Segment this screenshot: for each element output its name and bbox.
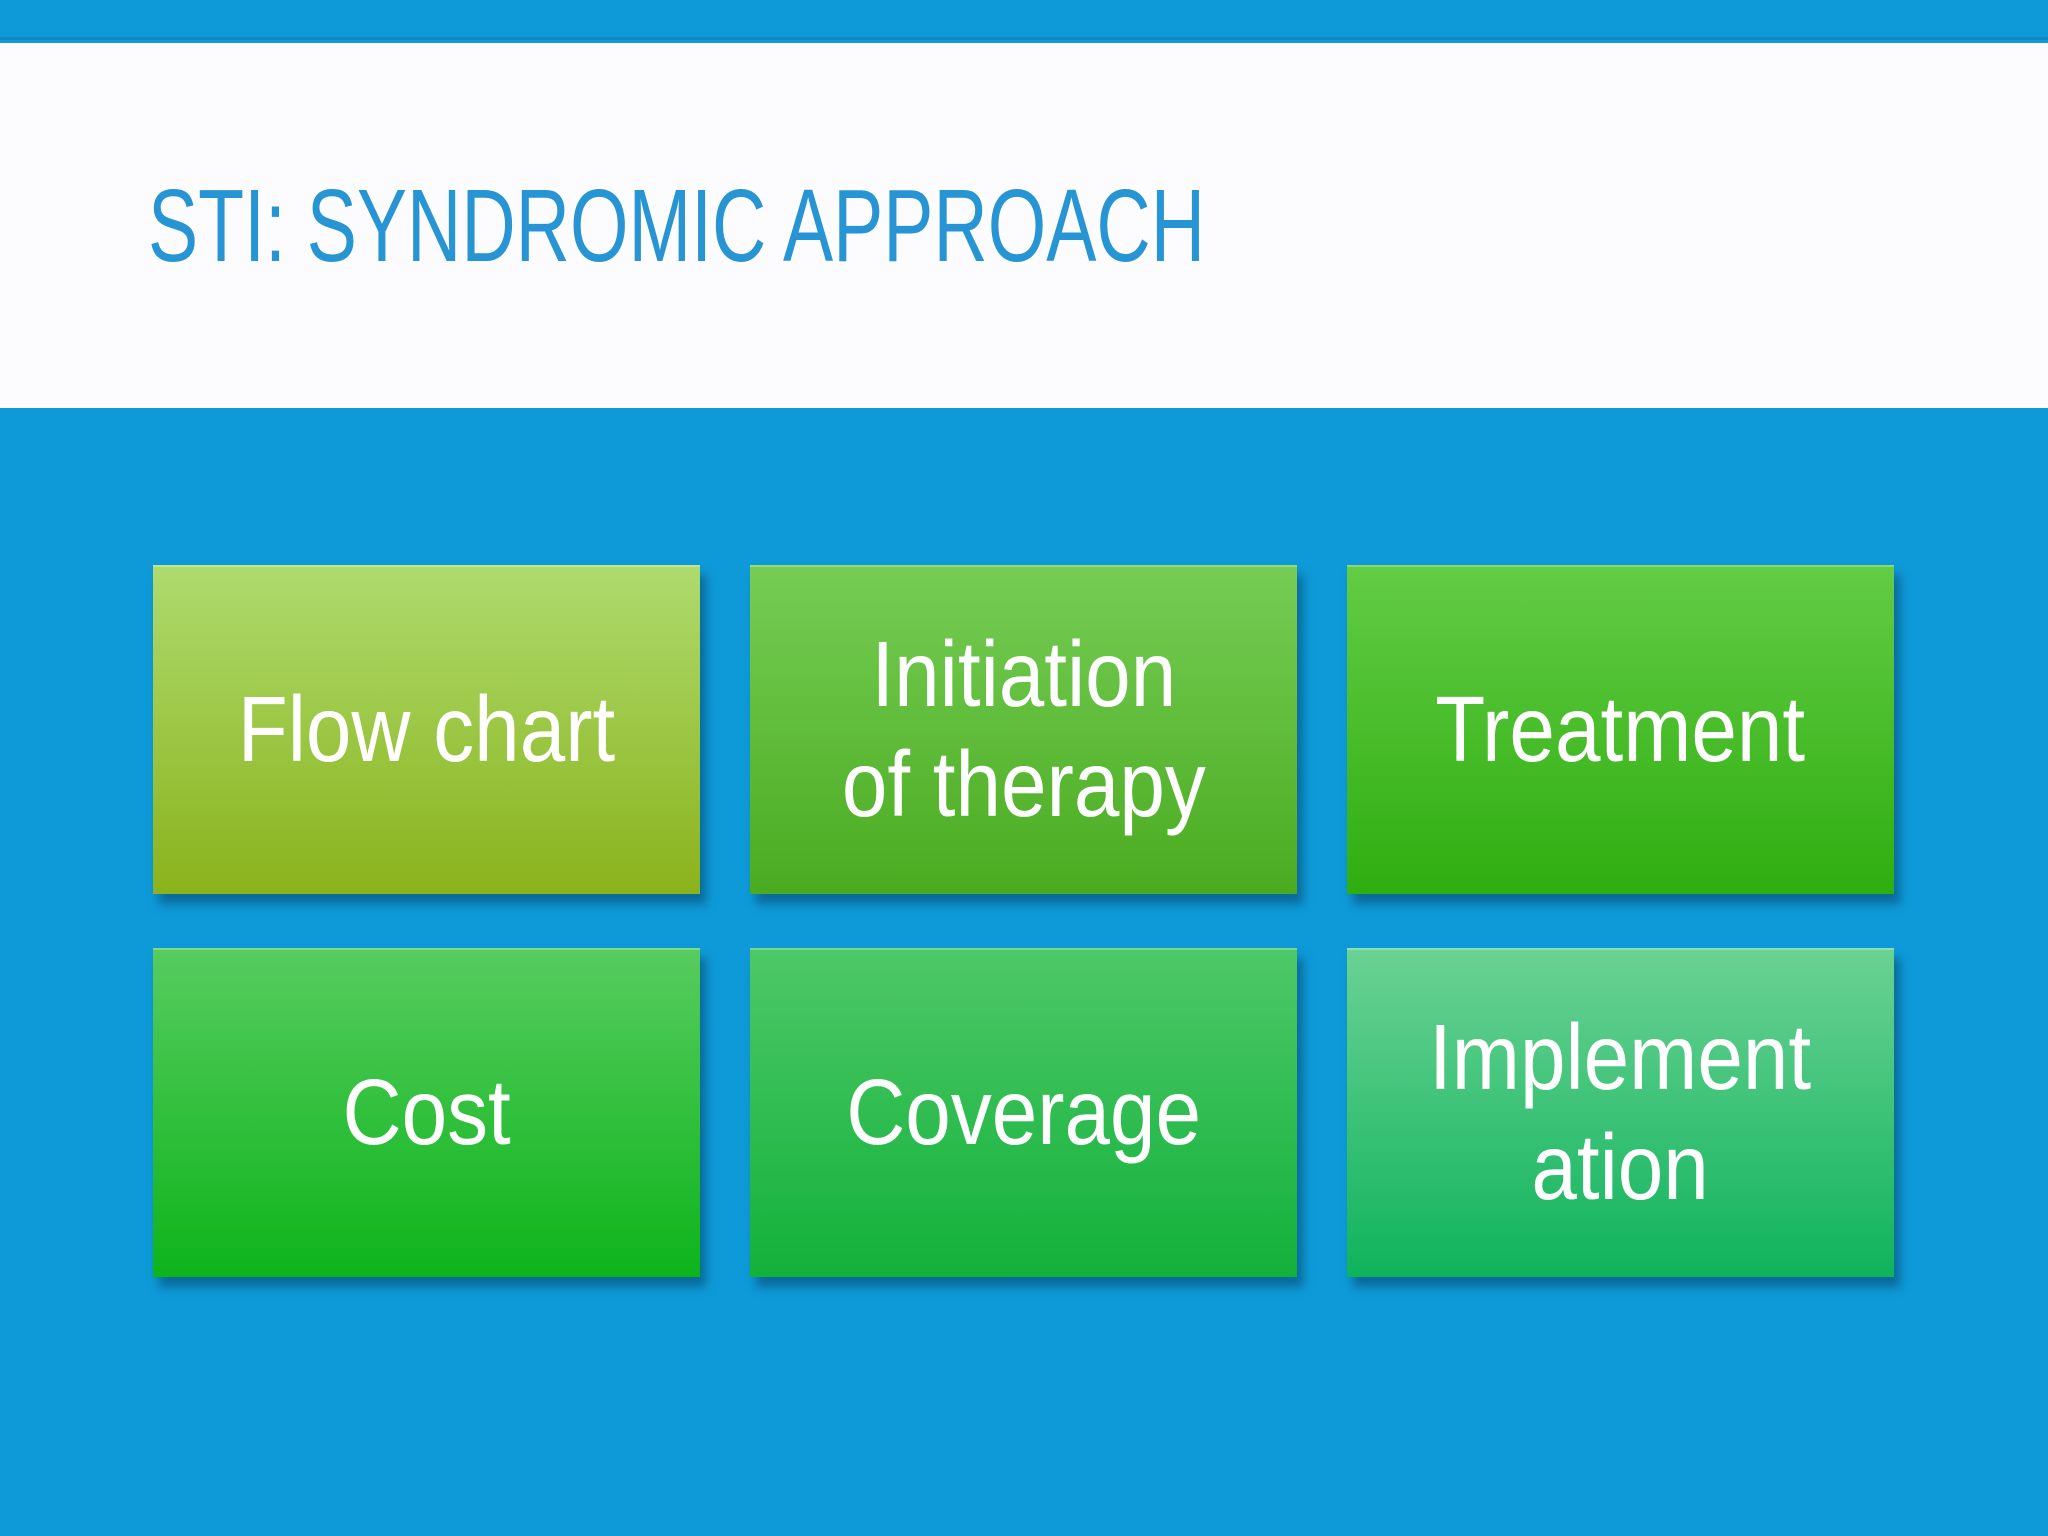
top-accent-bar [0,0,2048,40]
grid-box-initiation-of-therapy: Initiation of therapy [750,565,1297,894]
slide-title: STI: SYNDROMIC APPROACH [148,167,1205,283]
grid-box-flow-chart: Flow chart [153,565,700,894]
grid-box-label: Coverage [846,1059,1201,1164]
grid-box-implementation: Implement ation [1347,948,1894,1277]
grid-box-label: Implement ation [1429,1004,1812,1219]
grid-box-label: Treatment [1435,676,1806,781]
grid-box-label: Flow chart [237,676,616,781]
grid-box-label: Cost [342,1059,511,1164]
grid-box-label: Initiation of therapy [841,621,1206,836]
grid-box-treatment: Treatment [1347,565,1894,894]
grid-box-coverage: Coverage [750,948,1297,1277]
slide-header: STI: SYNDROMIC APPROACH [0,43,2048,408]
topic-grid: Flow chart Initiation of therapy Treatme… [153,565,1894,1277]
grid-box-cost: Cost [153,948,700,1277]
